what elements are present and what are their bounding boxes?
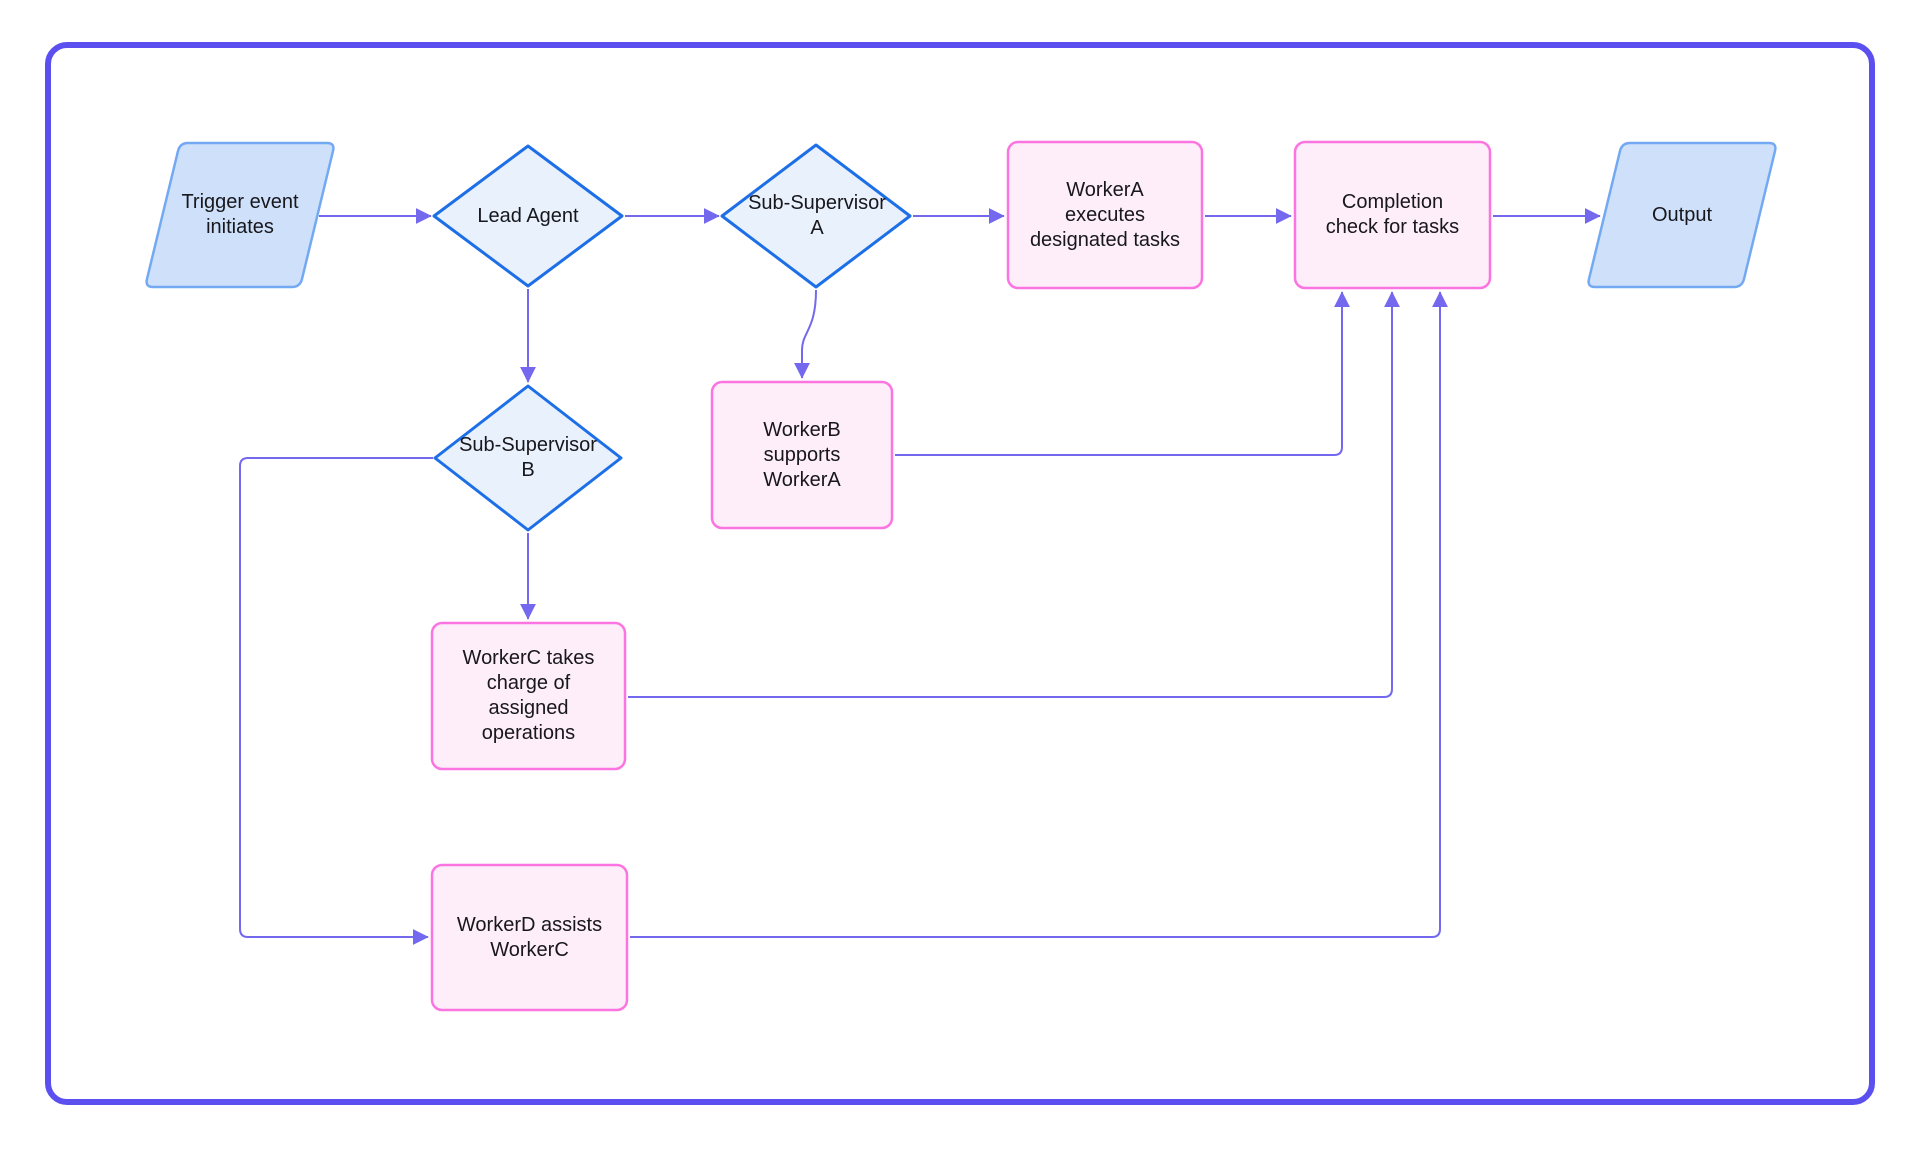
worker-d-node-label: WorkerD assists WorkerC [456,913,603,961]
worker-c-node-label: WorkerC takes charge of assigned operati… [462,647,595,744]
lead-agent-node-shape[interactable] [432,144,624,288]
diagram-frame-border [45,42,1875,1105]
sub-supervisor-b-node-label: Sub-Supervisor B [459,434,597,481]
completion-check-node-shape[interactable] [1293,140,1492,290]
sub-supervisor-a-node-shape[interactable] [720,143,912,289]
edge-worker-d-to-completion-check [630,291,1448,938]
worker-c-node-shape[interactable] [430,621,627,771]
output-node-shape[interactable] [1587,141,1777,289]
worker-b-node-shape[interactable] [710,380,894,530]
edge-sub-supervisor-a-to-worker-b [794,289,817,379]
edge-worker-c-to-completion-check [628,291,1400,698]
lead-agent-node-label: Lead Agent [477,204,579,227]
trigger-node-label: Trigger event initiates [181,191,299,238]
completion-check-node-label: Completion check for tasks [1325,191,1460,238]
worker-b-node-label: WorkerB supports WorkerA [763,418,841,491]
worker-d-node-shape[interactable] [430,863,629,1012]
sub-supervisor-a-node-label: Sub-Supervisor A [748,192,886,239]
trigger-node-shape[interactable] [145,141,335,289]
worker-a-node-shape[interactable] [1006,140,1204,290]
output-node-label: Output [1651,203,1713,226]
edge-worker-b-to-completion-check [895,291,1350,456]
edge-sub-supervisor-b-to-worker-d [239,457,433,945]
sub-supervisor-b-node-shape[interactable] [433,384,623,532]
worker-a-node-label: WorkerA executes designated tasks [1029,178,1181,251]
